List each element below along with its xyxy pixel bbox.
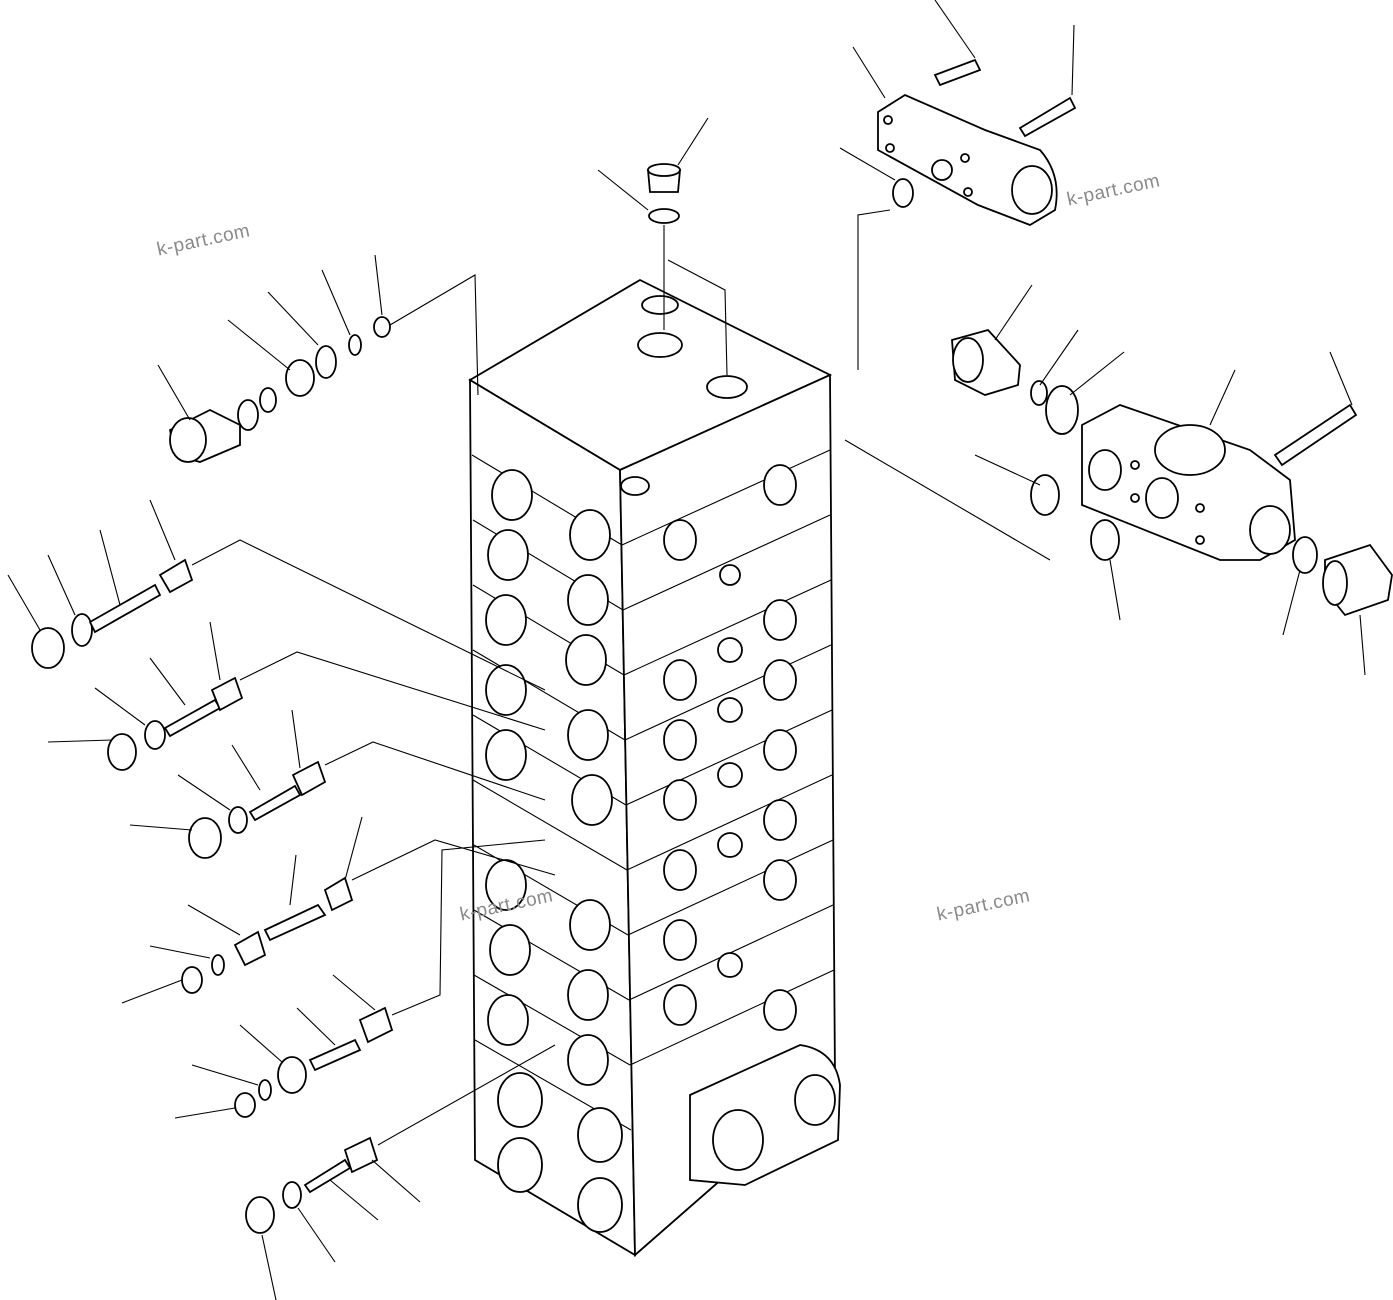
right-relief-block xyxy=(844,284,1393,676)
left-assembly-3 xyxy=(47,621,546,771)
valve-body xyxy=(468,278,841,1257)
left-assembly-1 xyxy=(157,254,479,463)
top-right-cover xyxy=(839,0,1077,370)
left-assembly-2 xyxy=(7,499,546,691)
left-assembly-7 xyxy=(245,1044,556,1300)
left-assembly-5 xyxy=(121,816,556,1004)
left-assembly-4 xyxy=(129,709,546,859)
top-plug xyxy=(597,117,728,376)
left-assembly-6 xyxy=(174,839,546,1119)
